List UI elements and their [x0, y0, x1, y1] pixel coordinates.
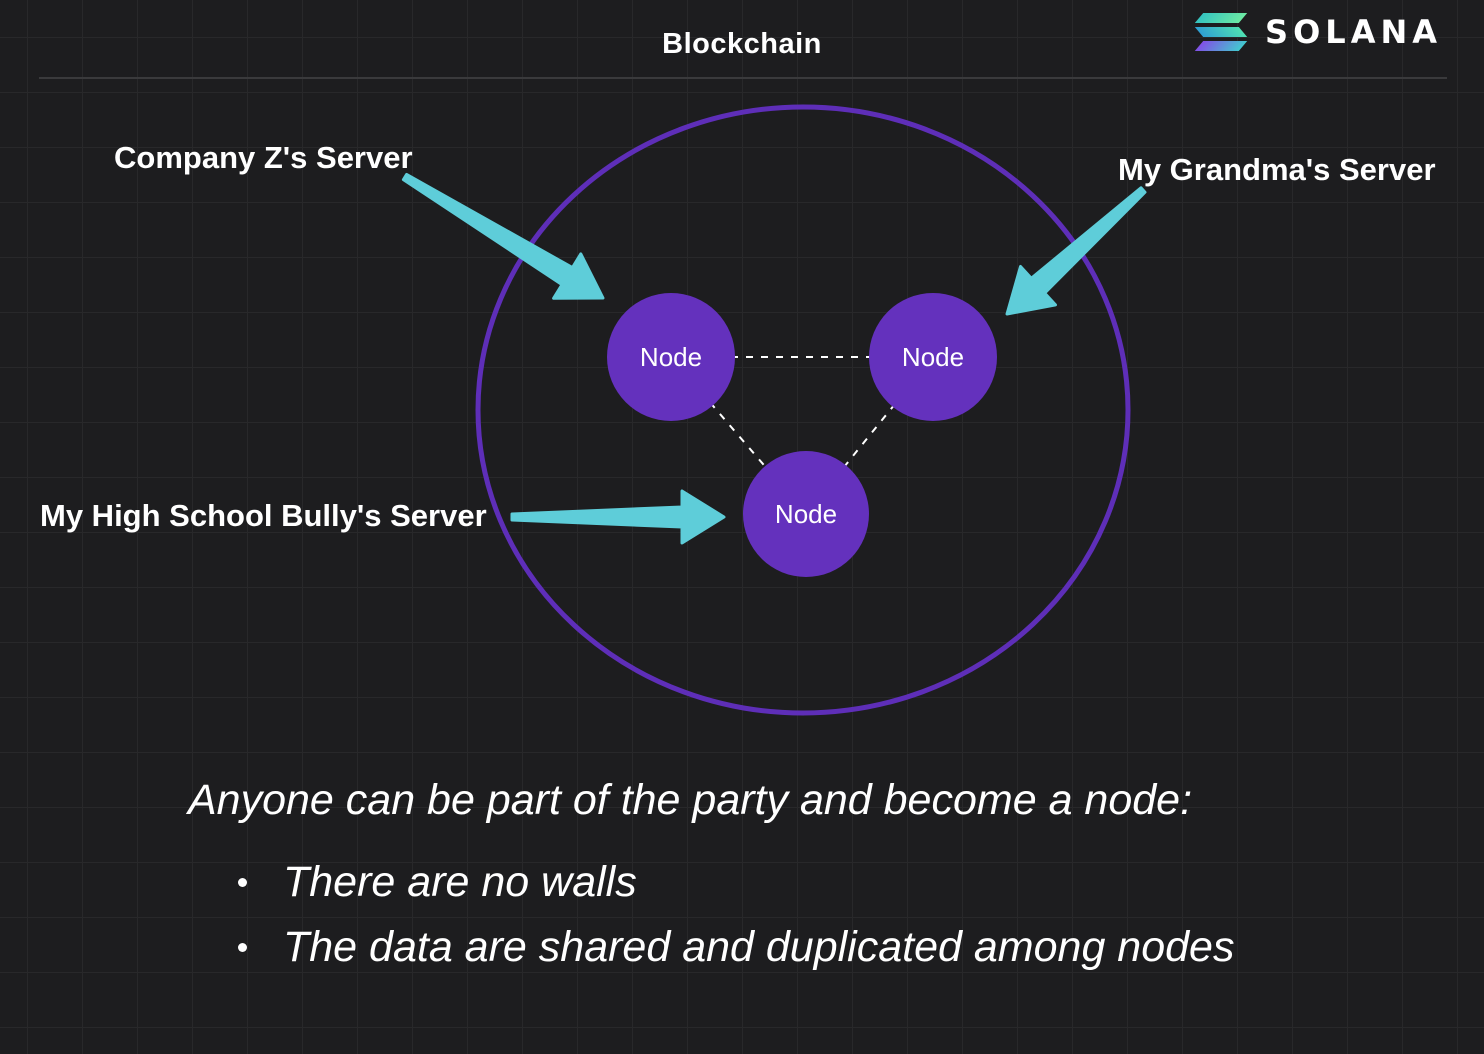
node-label: Node [774, 499, 838, 529]
node-circle-bully [743, 451, 869, 577]
annotation-grandma: My Grandma's Server [1118, 152, 1436, 187]
header: Blockchain SOLANA [0, 0, 1484, 79]
solana-logo: SOLANA [1192, 13, 1442, 51]
notes-block: Anyone can be part of the party and beco… [188, 779, 1234, 980]
node-label: Node [639, 342, 703, 372]
page-title: Blockchain [662, 28, 822, 60]
annotation-company-z: Company Z's Server [114, 140, 413, 175]
bullet-dot-icon [238, 943, 247, 952]
node-circle-grandma [869, 293, 997, 421]
notes-lead: Anyone can be part of the party and beco… [188, 776, 1193, 824]
network-boundary-circle [475, 104, 1131, 716]
annotation-bully: My High School Bully's Server [40, 498, 487, 533]
node-circle-company-z [607, 293, 735, 421]
list-item: The data are shared and duplicated among… [238, 915, 1234, 980]
arrow-bully-icon [510, 489, 726, 545]
bullet-dot-icon [238, 878, 247, 887]
arrow-company-z-icon [401, 172, 605, 300]
list-item: There are no walls [238, 850, 1234, 915]
node-label: Node [901, 342, 965, 372]
notes-bullet-list: There are no walls The data are shared a… [188, 850, 1234, 980]
bullet-text: The data are shared and duplicated among… [283, 923, 1235, 971]
annotation-arrows [401, 172, 1147, 545]
header-divider [39, 77, 1447, 79]
bullet-text: There are no walls [283, 858, 637, 906]
solana-wordmark: SOLANA [1265, 13, 1442, 51]
arrow-grandma-icon [1005, 186, 1147, 316]
